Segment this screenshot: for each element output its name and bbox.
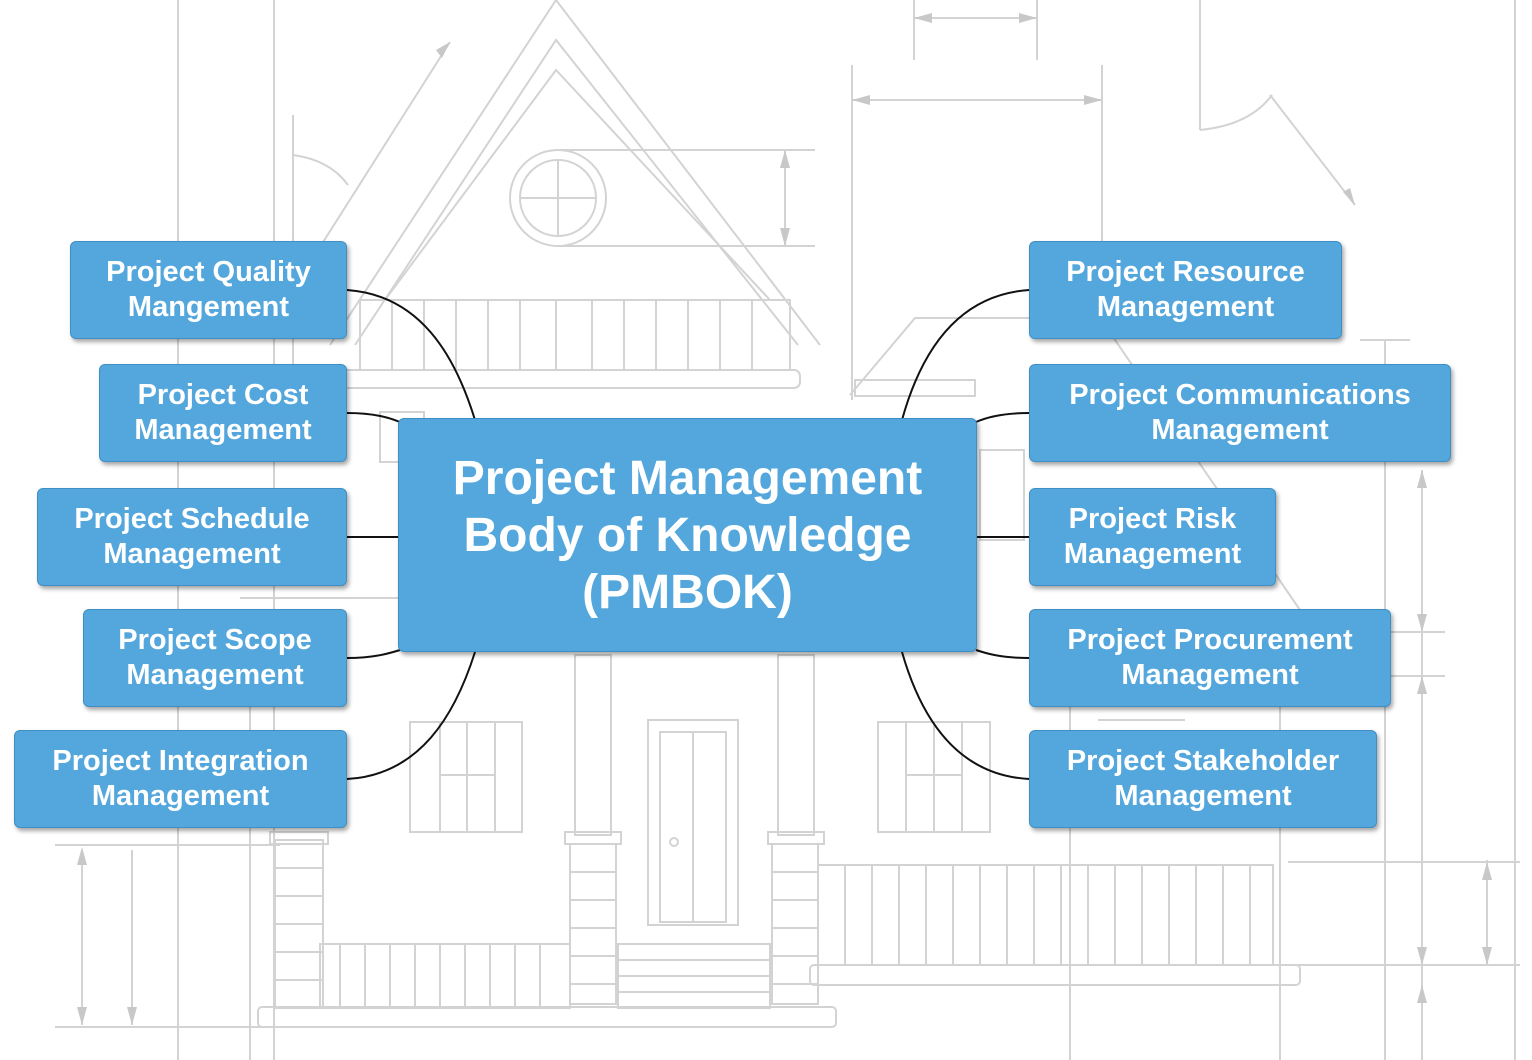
resource-management-node[interactable]: Project Resource Management bbox=[1029, 241, 1342, 339]
node-label-line-1: Project Schedule bbox=[74, 503, 310, 535]
node-label-line-2: Management bbox=[1063, 538, 1242, 570]
node-label-line-2: Management bbox=[134, 414, 312, 446]
connector-integration bbox=[346, 651, 476, 780]
center-line-1: Project Management bbox=[452, 451, 923, 505]
node-label-line-2: Management bbox=[1151, 414, 1329, 446]
integration-management-node[interactable]: Project Integration Management bbox=[14, 730, 347, 828]
stakeholder-management-node[interactable]: Project Stakeholder Management bbox=[1029, 730, 1377, 828]
pmbok-center-node[interactable]: Project Management Body of Knowledge (PM… bbox=[398, 418, 977, 652]
connector-quality bbox=[346, 289, 476, 421]
node-label-line-2: Management bbox=[1096, 291, 1275, 323]
center-line-3: (PMBOK) bbox=[582, 565, 793, 619]
schedule-management-node[interactable]: Project Schedule Management bbox=[37, 488, 347, 586]
scope-management-node[interactable]: Project Scope Management bbox=[83, 609, 347, 707]
node-label-line-2: Mangement bbox=[127, 291, 290, 323]
procurement-management-node[interactable]: Project Procurement Management bbox=[1029, 609, 1391, 707]
node-label-line-1: Project Risk bbox=[1068, 503, 1237, 535]
node-label-line-2: Management bbox=[1114, 780, 1292, 812]
connector-procurement bbox=[975, 649, 1030, 659]
connector-scope bbox=[346, 649, 401, 659]
center-line-2: Body of Knowledge bbox=[463, 508, 912, 562]
node-label-line-1: Project Integration bbox=[52, 745, 309, 777]
node-label-line-2: Management bbox=[126, 659, 304, 691]
cost-management-node[interactable]: Project Cost Management bbox=[99, 364, 347, 462]
node-label-line-2: Management bbox=[91, 780, 270, 812]
risk-management-node[interactable]: Project Risk Management bbox=[1029, 488, 1276, 586]
node-label-line-2: Management bbox=[1121, 659, 1299, 691]
connector-stakeholder bbox=[901, 651, 1030, 780]
node-label-line-1: Project Stakeholder bbox=[1066, 745, 1340, 777]
node-label-line-1: Project Resource bbox=[1066, 256, 1305, 288]
quality-management-node[interactable]: Project Quality Mangement bbox=[70, 241, 347, 339]
communications-management-node[interactable]: Project Communications Management bbox=[1029, 364, 1451, 462]
node-label-line-1: Project Scope bbox=[118, 624, 312, 656]
connector-communications bbox=[975, 412, 1030, 423]
node-label-line-1: Project Procurement bbox=[1067, 624, 1353, 656]
node-label-line-2: Management bbox=[103, 538, 281, 570]
node-label-line-1: Project Quality bbox=[106, 256, 311, 288]
node-label-line-1: Project Communications bbox=[1069, 379, 1411, 411]
connector-resource bbox=[901, 289, 1030, 421]
node-label-line-1: Project Cost bbox=[137, 379, 309, 411]
connector-cost bbox=[346, 412, 401, 423]
